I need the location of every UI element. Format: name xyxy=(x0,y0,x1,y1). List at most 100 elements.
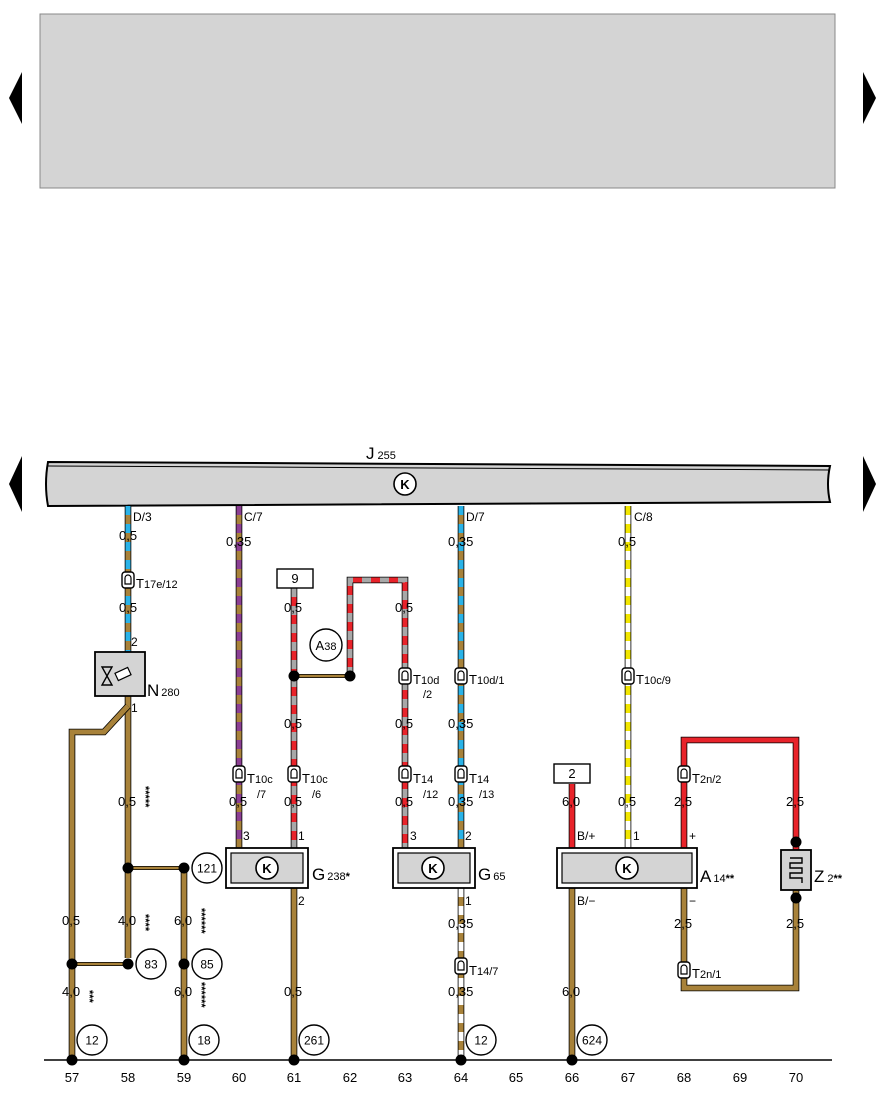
wire-gauge-label: 2,5 xyxy=(786,916,804,931)
connector-t14-13 xyxy=(454,765,468,783)
track-number: 68 xyxy=(677,1070,691,1085)
ref-circle-121 xyxy=(191,852,223,884)
wire-57-core xyxy=(69,704,130,1060)
wire-gauge-label: 0,5 xyxy=(118,794,136,809)
wire-z2-minus-core xyxy=(681,888,799,991)
wire-gauge-label: 0,35 xyxy=(448,534,473,549)
wire-gauge-label: 0,5 xyxy=(395,716,413,731)
track-number: 67 xyxy=(621,1070,635,1085)
wire-gauge-label: 2,5 xyxy=(786,794,804,809)
t10c9-label: T10c/9 xyxy=(636,672,671,687)
pin-a14-minus: − xyxy=(689,894,696,908)
pin-g65-1: 1 xyxy=(465,894,472,908)
control-unit-j255: K xyxy=(45,460,832,508)
wire-z2-plus xyxy=(680,736,800,850)
ref-circle-261 xyxy=(298,1024,330,1056)
track-number: 62 xyxy=(343,1070,357,1085)
junction-dot xyxy=(122,958,134,970)
pin-a14-plus: + xyxy=(689,829,696,843)
ref-box-9-text: 9 xyxy=(291,571,298,586)
ref-circle-12 xyxy=(465,1024,497,1056)
t10c6-label: T10c xyxy=(302,771,328,786)
junction-dot xyxy=(178,958,190,970)
t14-12-label-2: /12 xyxy=(423,789,438,801)
connector-t10c-9 xyxy=(621,667,635,685)
heater-z2 xyxy=(780,849,812,891)
triangle-right-icon[interactable] xyxy=(863,456,876,512)
wire-gauge-label: 0,35 xyxy=(448,794,473,809)
junction-dot xyxy=(178,1054,190,1066)
triangle-left-icon[interactable] xyxy=(9,456,22,512)
junction-dot xyxy=(288,1054,300,1066)
wire-gauge-label: 0,5 xyxy=(62,913,80,928)
connector-t14-12 xyxy=(398,765,412,783)
junction-dot xyxy=(455,1054,467,1066)
wire-gauge-label: 0,5 xyxy=(284,716,302,731)
wire-gauge-label: 0,35 xyxy=(448,716,473,731)
pin-g65-3: 3 xyxy=(410,829,417,843)
header-panel xyxy=(39,13,836,189)
junction-dot xyxy=(790,892,802,904)
wire-loop-core xyxy=(347,577,408,848)
g65-k-symbol: K xyxy=(428,861,438,876)
wire-gauge-label: 4,0 xyxy=(62,984,80,999)
ref-circle-a38 xyxy=(309,628,343,662)
gauge-layer: 0,5 0,5 0,35 0,5 0,35 0,35 0,35 0,5 0,5 0,5 0,5 0,5… xyxy=(62,528,804,1008)
triangle-right-icon[interactable] xyxy=(863,72,876,124)
track-number: 60 xyxy=(232,1070,246,1085)
pin-a14-1: 1 xyxy=(633,829,640,843)
wire-gauge-label: 0,35 xyxy=(226,534,251,549)
ref-circle-text: 18 xyxy=(197,1034,211,1048)
connector-t10d-1 xyxy=(454,667,468,685)
t10c7-label-2: /7 xyxy=(257,789,266,801)
connector-t10c-6 xyxy=(287,765,301,783)
track-number: 65 xyxy=(509,1070,523,1085)
track-number: 58 xyxy=(121,1070,135,1085)
pin-a14-bplus: B/+ xyxy=(577,829,595,843)
pin-g238-1: 1 xyxy=(298,829,305,843)
t2n2-label: T2n/2 xyxy=(692,771,721,786)
footnote-stars: ****** xyxy=(195,982,207,1008)
pin-a14-bminus: B/− xyxy=(577,894,595,908)
footnote-stars: ***** xyxy=(139,786,151,808)
t2n1-label: T2n/1 xyxy=(692,966,721,981)
wire-gauge-label: 0,5 xyxy=(119,600,137,615)
junction-dot xyxy=(344,670,356,682)
ref-circle-12 xyxy=(76,1024,108,1056)
junction-dot xyxy=(178,862,190,874)
junction-dot xyxy=(122,862,134,874)
triangle-left-icon[interactable] xyxy=(9,72,22,124)
pin-n280-1: 1 xyxy=(131,701,138,715)
ref-circle-18 xyxy=(188,1024,220,1056)
pin-d3: D/3 xyxy=(133,510,152,524)
ref-box-2: 2 xyxy=(553,763,591,784)
t10c6-label-2: /6 xyxy=(312,789,321,801)
junction-dot xyxy=(790,836,802,848)
junction-layer xyxy=(66,670,802,1066)
pin-n280-2: 2 xyxy=(131,635,138,649)
wire-gauge-label: 0,5 xyxy=(229,794,247,809)
wire-gauge-label: 6,0 xyxy=(174,984,192,999)
track-number: 57 xyxy=(65,1070,79,1085)
wire-gauge-label: 0,5 xyxy=(119,528,137,543)
pin-d7: D/7 xyxy=(466,510,485,524)
wire-gauge-label: 0,5 xyxy=(395,794,413,809)
connector-t2n-1 xyxy=(677,961,691,979)
j255-symbol: K xyxy=(400,477,410,492)
t10d1-label: T10d/1 xyxy=(469,672,504,687)
a14-k-symbol: K xyxy=(622,861,632,876)
wire-gauge-label: 0,5 xyxy=(618,794,636,809)
a38-label: A38 xyxy=(316,638,337,653)
wire-gauge-label: 0,5 xyxy=(395,600,413,615)
wire-gauge-label: 0,5 xyxy=(284,794,302,809)
ref-circle-text: 12 xyxy=(85,1034,99,1048)
g238-k-symbol: K xyxy=(262,861,272,876)
